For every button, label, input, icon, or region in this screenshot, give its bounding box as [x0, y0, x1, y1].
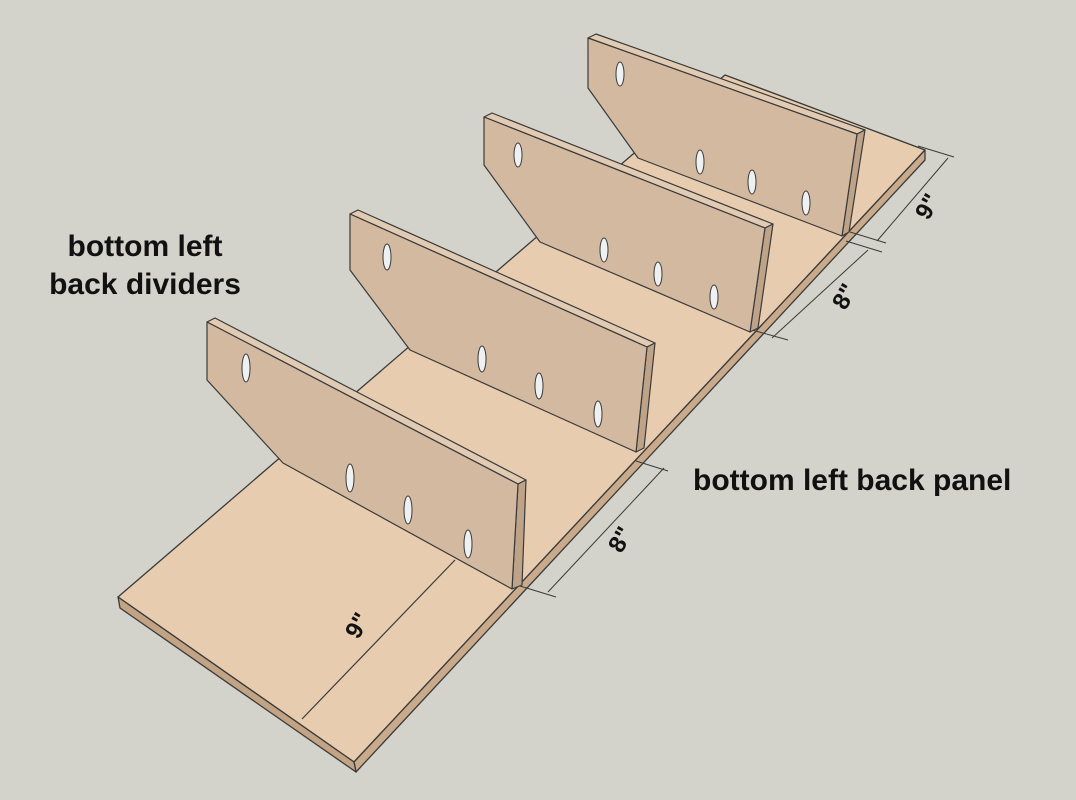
dividers-label-line-1: bottom left: [67, 230, 223, 263]
dividers-label: bottom left back dividers: [30, 228, 260, 304]
dividers-label-line-2: back dividers: [49, 268, 241, 301]
front-section-marking: [301, 559, 456, 720]
divider-1: [206, 317, 527, 590]
divider-3: [483, 112, 774, 333]
back-panel-left-edge: [117, 596, 357, 773]
divider-2: [349, 209, 656, 453]
dimension-lines: [519, 145, 955, 598]
back-panel-label: bottom left back panel: [693, 464, 1012, 497]
divider-4: [587, 33, 866, 237]
